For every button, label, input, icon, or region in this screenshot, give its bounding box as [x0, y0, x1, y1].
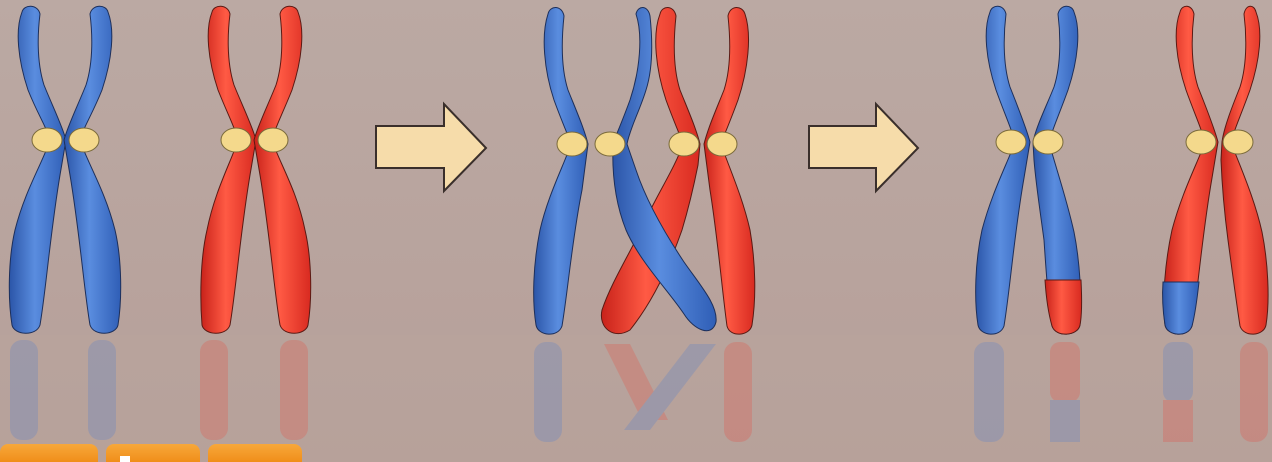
reflection-fade: [0, 335, 1272, 462]
stage-2-crossing-over: [534, 7, 755, 334]
red-recombinant-chromosome: [1163, 6, 1268, 334]
stage-1-homologs: [9, 6, 310, 333]
toolbar-tab-3[interactable]: [208, 444, 302, 462]
blue-recombinant-chromosome: [976, 6, 1082, 334]
arrow-right-icon: [376, 104, 486, 191]
toolbar-tab-1[interactable]: [0, 444, 98, 462]
toolbar-tab-2[interactable]: [106, 444, 200, 462]
blue-chromosome-1: [9, 6, 120, 333]
red-chromosome-1: [201, 6, 311, 333]
stage-3-recombinant: [976, 6, 1268, 334]
arrow-right-icon: [809, 104, 918, 191]
toolbar-tab-marker: [120, 456, 130, 462]
bottom-toolbar: [0, 444, 310, 462]
